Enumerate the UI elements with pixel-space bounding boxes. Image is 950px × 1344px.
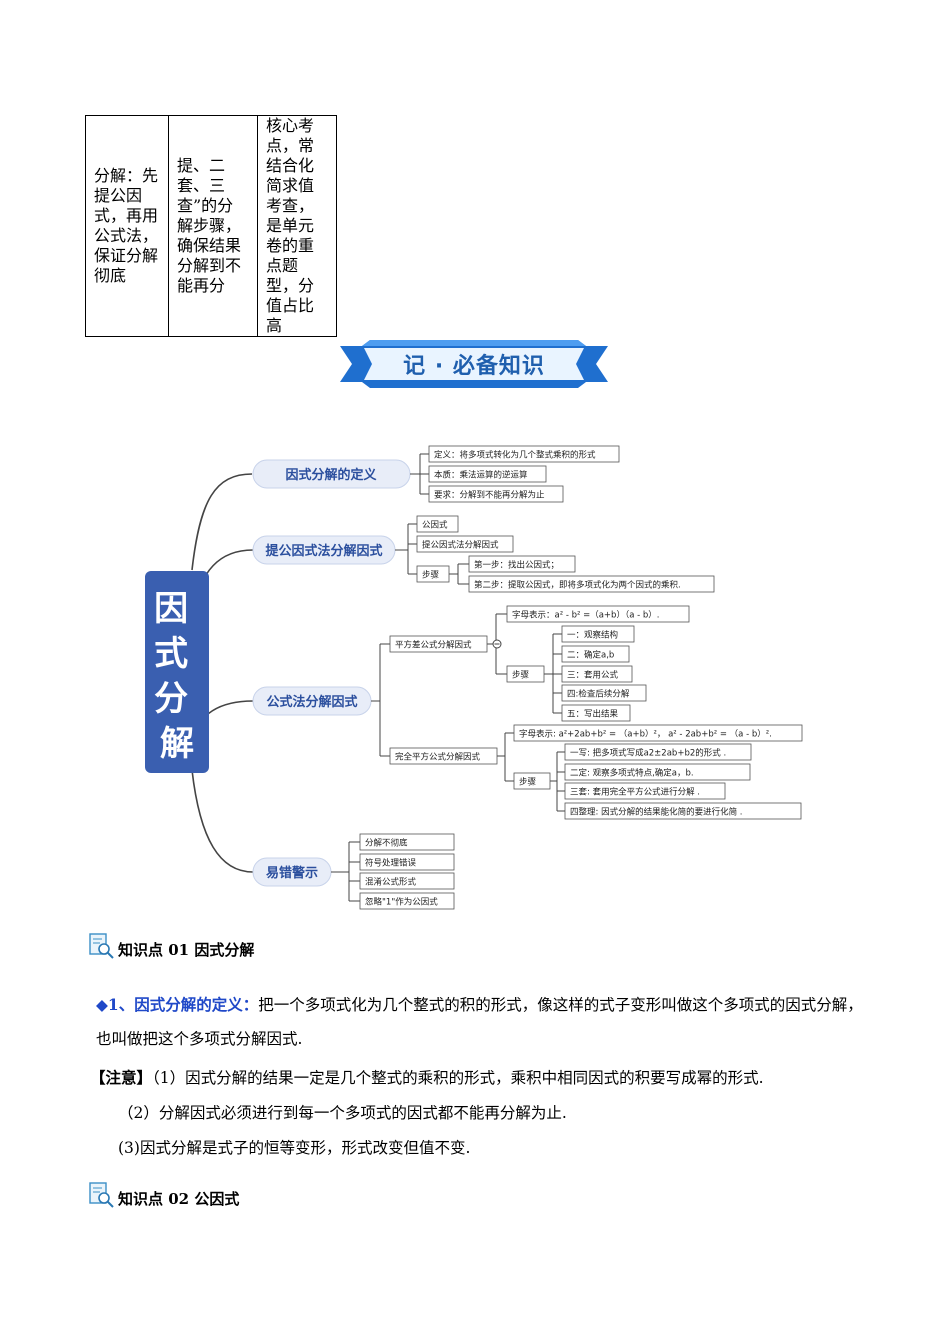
leaf-box [359, 872, 455, 890]
leaf-label: 步骤 [519, 778, 537, 788]
leaf-label: 忽略"1"作为公因式 [365, 897, 438, 908]
definition-paragraph: ◆1、因式分解的定义：把一个多项式化为几个整式的积的形式，像这样的式子变形叫做这… [96, 988, 876, 1056]
leaf-label: 步骤 [422, 571, 440, 581]
leaf-box [513, 772, 551, 790]
leaf-box [561, 704, 631, 722]
banner-title: 记 · 必备知识 [403, 354, 545, 379]
leaf-box [428, 465, 547, 483]
note-line: (3)因式分解是式子的恒等变形，形式改变但值不变. [118, 1139, 471, 1157]
leaf-box [416, 535, 514, 553]
leaf-box [389, 747, 498, 765]
branch-label: 因式分解的定义 [285, 467, 377, 483]
definition-body: 把一个多项式化为几个整式的积的形式，像这样的式子变形叫做这个多项式的因式分解，也… [96, 996, 863, 1048]
leaf-box [359, 853, 455, 871]
leaf-box [416, 515, 459, 533]
branch-label: 提公因式法分解因式 [265, 543, 382, 559]
leaf-box [359, 892, 455, 910]
leaf-label: 三：套用公式 [567, 670, 619, 681]
leaf-box [359, 833, 455, 851]
note-heading: 【注意】 [90, 1068, 153, 1087]
magnifier-document-icon [89, 933, 114, 959]
branch-label: 易错警示 [266, 865, 318, 881]
leaf-box [468, 575, 715, 593]
leaf-label: 二：确定a,b [567, 650, 614, 661]
summary-table: 分解：先提公因式，再用公式法，保证分解彻底 提、二套、三查”的分解步骤，确保结果… [85, 115, 337, 337]
note-line: 【注意】（1）因式分解的结果一定是几个整式的乘积的形式，乘积中相同因式的积要写成… [90, 1066, 764, 1088]
branch-label: 公式法分解因式 [266, 694, 357, 710]
definition-heading: ◆1、因式分解的定义： [96, 995, 259, 1014]
leaf-label: 五：写出结果 [567, 709, 619, 720]
leaf-label: 二定: 观察多项式特点,确定a，b. [570, 768, 694, 779]
leaf-label: 要求：分解到不能再分解为止 [434, 490, 545, 501]
leaf-label: 四整理: 因式分解的结果能化简的要进行化简 . [570, 807, 742, 818]
leaf-box [564, 782, 726, 800]
table-cell: 核心考点，常结合化简求值考查，是单元卷的重点题型，分值占比高 [257, 115, 337, 337]
leaf-box [564, 743, 752, 761]
leaf-label: 提公因式法分解因式 [422, 540, 499, 551]
leaf-box [428, 445, 620, 463]
section-banner: 记 · 必备知识 [340, 338, 608, 390]
leaf-box [468, 555, 576, 573]
leaf-box [513, 724, 803, 742]
leaf-box [416, 565, 450, 583]
leaf-box [389, 635, 488, 653]
banner-background [340, 340, 608, 388]
mind-map: 因 式 分 解 因式分解的定义 提公因式法分解因式 公式法分解因式 易错警示 [145, 445, 803, 910]
leaf-label: 符号处理错误 [365, 858, 417, 869]
leaf-box [561, 645, 630, 663]
leaf-box [428, 485, 564, 503]
note-line: （2）分解因式必须进行到每一个多项式的因式都不能再分解为止. [118, 1104, 567, 1122]
knowledge-point-heading: 知识点 02 公因式 [88, 1181, 239, 1209]
root-char: 分 [154, 679, 188, 719]
leaf-label: 字母表示：a² - b² =（a+b）（a - b）. [512, 610, 659, 621]
leaf-label: 一写: 把多项式写成a2±2ab+b2的形式 . [570, 748, 726, 759]
knowledge-point-title: 知识点 02 公因式 [118, 1190, 240, 1208]
leaf-label: 定义：将多项式转化为几个整式乘积的形式 [434, 450, 596, 461]
note-text: （1）因式分解的结果一定是几个整式的乘积的形式，乘积中相同因式的积要写成幂的形式… [152, 1069, 764, 1087]
leaf-box [561, 684, 647, 702]
knowledge-point-heading: 知识点 01 因式分解 [88, 932, 254, 960]
root-char: 解 [160, 724, 194, 764]
magnifier-document-icon [89, 1182, 114, 1208]
leaf-label: 一：观察结构 [567, 630, 618, 641]
leaf-box [564, 802, 802, 820]
leaf-label: 字母表示: a²+2ab+b² = （a+b）²， a² - 2ab+b² = … [519, 729, 772, 740]
leaf-box [506, 665, 545, 683]
leaf-label: 本质：乘法运算的逆运算 [434, 470, 528, 481]
table-cell: 提、二套、三查”的分解步骤，确保结果分解到不能再分 [168, 115, 258, 337]
leaf-label: 步骤 [512, 671, 530, 681]
leaf-label: 三套: 套用完全平方公式进行分解 . [570, 787, 700, 798]
knowledge-point-title: 知识点 01 因式分解 [118, 941, 255, 959]
leaf-label: 第二步：提取公因式，即将多项式化为两个因式的乘积. [474, 580, 681, 591]
table-cell: 分解：先提公因式，再用公式法，保证分解彻底 [85, 115, 169, 337]
leaf-box [561, 625, 635, 643]
leaf-label: 混淆公式形式 [365, 877, 417, 888]
leaf-label: 平方差公式分解因式 [395, 640, 472, 651]
leaf-label: 四:检查后续分解 [567, 689, 630, 700]
root-node [145, 571, 209, 773]
leaf-box [506, 605, 690, 623]
leaf-label: 完全平方公式分解因式 [395, 752, 481, 763]
leaf-label: 分解不彻底 [365, 838, 408, 849]
leaf-box [564, 763, 751, 781]
leaf-box [561, 665, 633, 683]
root-label: 因 式 分 解 [154, 589, 200, 764]
root-char: 式 [154, 634, 188, 674]
leaf-label: 公因式 [422, 520, 448, 531]
leaf-label: 第一步：找出公因式； [474, 560, 559, 571]
root-char: 因 [154, 589, 188, 629]
